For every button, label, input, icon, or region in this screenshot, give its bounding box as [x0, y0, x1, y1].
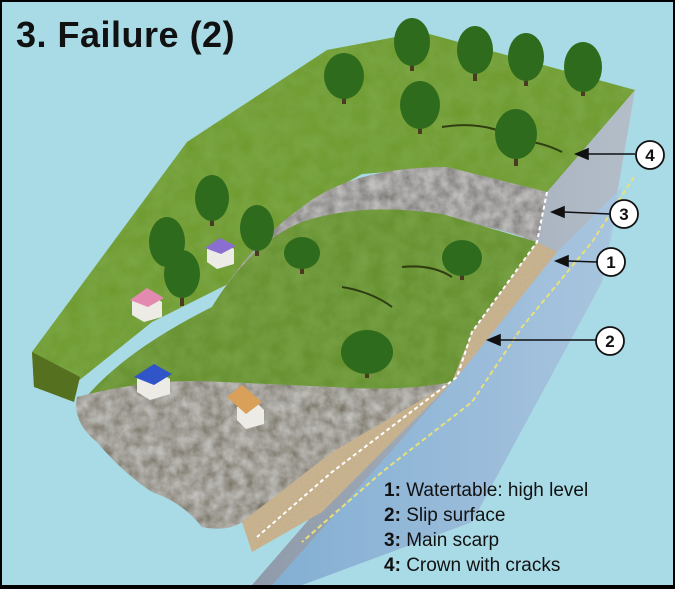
- legend-label: Slip surface: [406, 505, 506, 526]
- callout-3: 3: [609, 199, 639, 229]
- tree: [442, 240, 482, 280]
- callout-2: 2: [595, 326, 625, 356]
- legend-item-main-scarp: 3: Main scarp: [384, 528, 588, 553]
- house-purple-roof: [205, 238, 236, 269]
- slip-surface-line: [256, 191, 548, 538]
- svg-text:3: 3: [619, 205, 628, 224]
- callout-4: 4: [635, 140, 665, 170]
- house-pink-roof: [130, 288, 164, 322]
- tree: [495, 109, 537, 166]
- legend: 1: Watertable: high level 2: Slip surfac…: [384, 478, 588, 578]
- page-title: 3. Failure (2): [16, 14, 236, 55]
- trees: [149, 18, 602, 378]
- legend-item-watertable: 1: Watertable: high level: [384, 478, 588, 503]
- main-scarp: [212, 167, 547, 307]
- legend-label: Main scarp: [406, 530, 500, 551]
- legend-number: 2:: [384, 505, 401, 526]
- tree: [240, 205, 274, 256]
- soil-cross-section: [242, 242, 557, 552]
- house-blue-roof: [134, 364, 172, 400]
- tree: [457, 26, 493, 81]
- legend-item-crown-cracks: 4: Crown with cracks: [384, 553, 588, 578]
- svg-text:2: 2: [605, 332, 614, 351]
- tree: [400, 81, 440, 134]
- legend-number: 4:: [384, 555, 401, 576]
- legend-label: Watertable: high level: [406, 480, 589, 501]
- tree: [508, 33, 544, 86]
- groundwater-zone: [272, 187, 622, 585]
- legend-label: Crown with cracks: [406, 555, 561, 576]
- tree: [284, 237, 320, 274]
- slumped-grass-block: [82, 209, 537, 402]
- callout-1: 1: [596, 247, 626, 277]
- tree: [195, 175, 229, 226]
- legend-item-slip-surface: 2: Slip surface: [384, 503, 588, 528]
- plateau-front-edge: [32, 352, 80, 402]
- tree: [394, 18, 430, 71]
- debris-toe: [76, 381, 452, 529]
- watertable-line: [301, 176, 635, 543]
- svg-text:1: 1: [606, 253, 615, 272]
- legend-number: 3:: [384, 530, 401, 551]
- house-orange-roof: [227, 385, 264, 429]
- tree: [564, 42, 602, 96]
- tree: [341, 330, 393, 378]
- legend-number: 1:: [384, 480, 401, 501]
- tree: [164, 250, 200, 306]
- svg-text:4: 4: [645, 146, 655, 165]
- tree: [324, 53, 364, 104]
- callout-arrows: [485, 147, 635, 347]
